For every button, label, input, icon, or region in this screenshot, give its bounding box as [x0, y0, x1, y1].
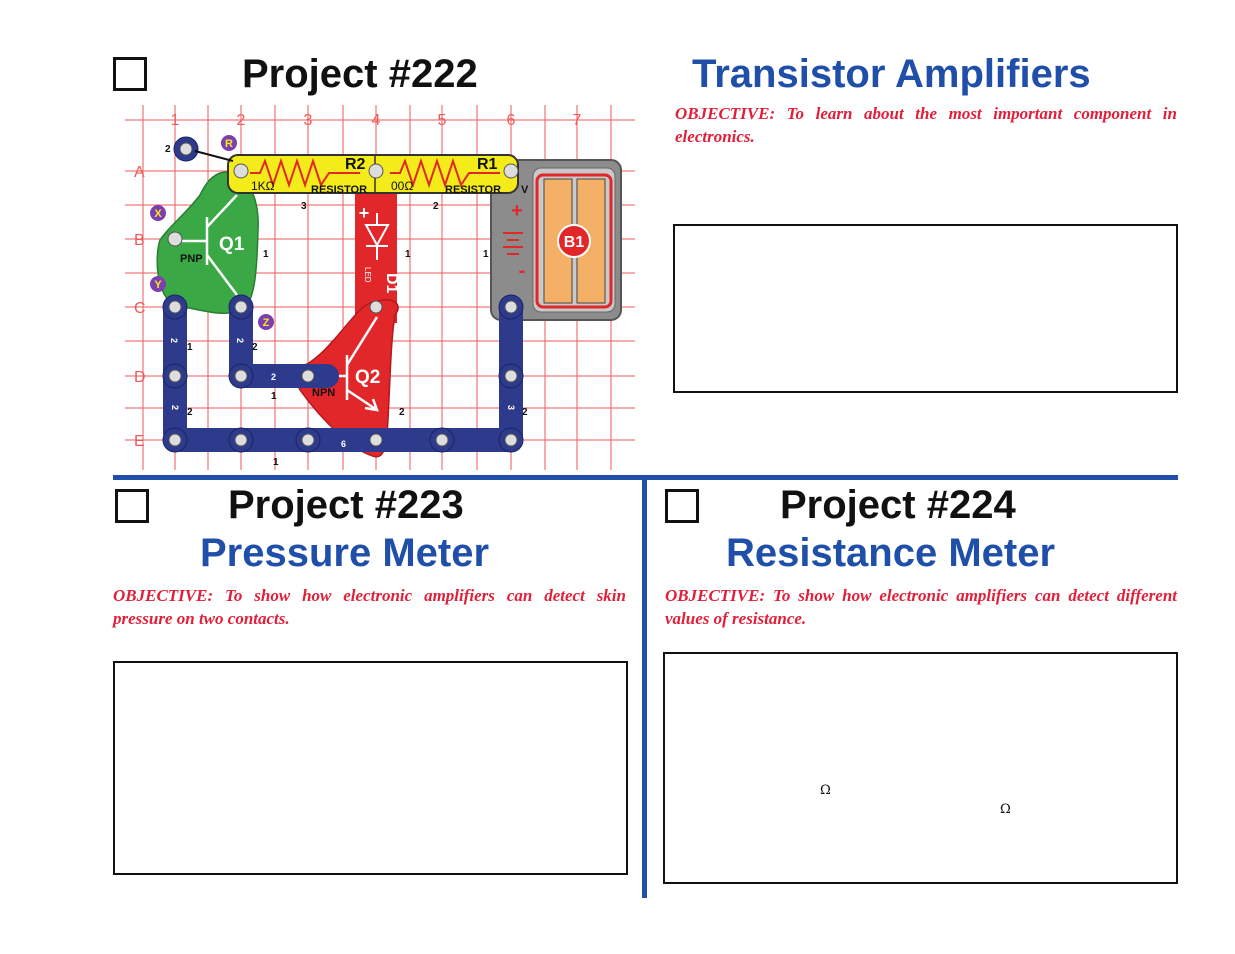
row-label-c: C [134, 300, 146, 317]
r1-base-num: 2 [433, 201, 439, 212]
b1-left-num: 1 [483, 249, 489, 260]
snap-posts [162, 136, 524, 453]
col-label-3: 3 [304, 112, 313, 129]
wire-e-horiz-num: 1 [273, 457, 279, 468]
r1-type: RESISTOR [445, 184, 501, 196]
col-label-5: 5 [438, 112, 447, 129]
wire-cd-left-vert: 2 [169, 338, 179, 343]
row-label-e: E [134, 433, 145, 450]
transistor-q1: Q1 PNP 1 [156, 171, 269, 315]
project-224-checkbox[interactable] [665, 489, 699, 523]
project-222-objective: OBJECTIVE: To learn about the most impor… [675, 104, 1177, 146]
project-223-number: Project #223 [228, 483, 464, 527]
wire-de-right-vert: 3 [506, 405, 516, 410]
d1-label: D1 [383, 273, 400, 294]
point-r: R [225, 138, 233, 150]
point-z: Z [263, 317, 270, 329]
project-224-title: Resistance Meter [726, 531, 1056, 575]
wire-e-horiz: 6 [341, 439, 346, 449]
circuit-diagram: 1 2 3 4 5 6 7 A B C D E B1 + - 1 + [125, 105, 635, 470]
wire-cd-left-num: 1 [187, 342, 193, 353]
col-label-1: 1 [171, 112, 180, 129]
omega-symbol-1: Ω [820, 783, 831, 798]
section-divider-vertical [642, 480, 647, 898]
r2-base-num: 3 [301, 201, 307, 212]
col-label-2: 2 [237, 112, 246, 129]
project-224-objective: OBJECTIVE: To show how electronic amplif… [665, 586, 1177, 628]
project-223-checkbox[interactable] [115, 489, 149, 523]
project-224-number: Project #224 [780, 483, 1016, 527]
q1-label: Q1 [219, 234, 245, 255]
point-x: X [154, 208, 162, 220]
wire-de-left-num: 2 [187, 407, 193, 418]
project-222-instructions-box [673, 224, 1178, 393]
point-markers: R X Y Z [150, 135, 274, 330]
b1-label: B1 [564, 234, 585, 251]
project-223-title: Pressure Meter [200, 531, 490, 575]
r2-label: R2 [345, 156, 366, 173]
q2-num: 2 [399, 407, 405, 418]
battery-minus: - [519, 260, 526, 282]
col-label-7: 7 [573, 112, 582, 129]
project-223-instructions-box [113, 661, 628, 875]
r2-type: RESISTOR [311, 184, 367, 196]
col-label-6: 6 [507, 112, 516, 129]
d1-right-num: 1 [405, 249, 411, 260]
point-y: Y [154, 279, 162, 291]
transistor-q2: Q2 NPN 2 [295, 299, 405, 458]
wire-de-right-num: 2 [522, 407, 528, 418]
r2-value: 1KΩ [251, 179, 275, 193]
col-label-4: 4 [372, 112, 381, 129]
r1-label: R1 [477, 156, 498, 173]
project-223-objective: OBJECTIVE: To show how electronic amplif… [113, 586, 626, 628]
wire-d-horiz-num: 1 [271, 391, 277, 402]
battery-b1: B1 + - 1 [483, 159, 622, 321]
led-plus: + [359, 203, 370, 223]
wire-cd-mid-vert: 2 [235, 338, 245, 343]
q2-label: Q2 [355, 367, 380, 388]
row-label-b: B [134, 232, 145, 249]
section-divider-horizontal [113, 475, 1178, 480]
wire-top-left-num: 2 [165, 144, 171, 155]
omega-symbol-2: Ω [1000, 802, 1011, 817]
wire-de-left-vert: 2 [170, 405, 180, 410]
project-222-number: Project #222 [242, 52, 478, 96]
r1-extra: V [521, 184, 529, 196]
d1-type: LED [363, 267, 372, 283]
r1-value: 00Ω [391, 179, 413, 193]
q1-right-num: 1 [263, 249, 269, 260]
wire-d-horiz: 2 [271, 372, 276, 382]
project-224-instructions-box: Ω Ω [663, 652, 1178, 884]
battery-plus: + [511, 200, 523, 222]
project-222-title: Transistor Amplifiers [692, 52, 1091, 96]
row-label-d: D [134, 369, 146, 386]
q2-type: NPN [312, 387, 335, 399]
q1-type: PNP [180, 253, 203, 265]
project-222-checkbox[interactable] [113, 57, 147, 91]
row-label-a: A [134, 164, 145, 181]
wire-cd-mid-num: 2 [252, 342, 258, 353]
